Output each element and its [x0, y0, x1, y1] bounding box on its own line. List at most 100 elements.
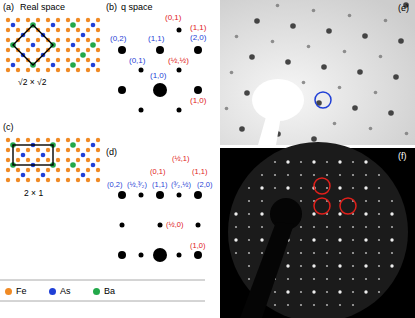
cell-size: √2 × √2 — [18, 78, 46, 87]
leed-spot — [300, 304, 302, 306]
fe-atom — [56, 28, 60, 32]
ba-atom — [80, 52, 86, 58]
bragg-spot — [118, 251, 126, 259]
spot-index: (³⁄₂,½) — [171, 181, 191, 189]
fe-atom — [56, 138, 60, 142]
leed-spot — [274, 161, 276, 163]
fe-atom — [16, 158, 20, 162]
leed-spot — [338, 160, 341, 163]
bragg-spot — [118, 46, 126, 54]
as-atom — [41, 173, 46, 178]
fe-atom — [36, 48, 40, 52]
specular-spot — [153, 83, 167, 97]
legend-text: Ba — [104, 287, 115, 296]
fe-atom — [36, 148, 40, 152]
leed-spot — [225, 107, 229, 111]
unit-cell-diamond — [13, 25, 53, 65]
fe-atom — [26, 168, 30, 172]
fe-atom — [66, 18, 70, 22]
as-atom — [11, 23, 16, 28]
superstructure-spot — [177, 253, 182, 258]
leed-spot — [286, 290, 289, 293]
leed-spot — [235, 35, 239, 39]
leed-spot — [312, 9, 316, 13]
fe-atom — [76, 48, 80, 52]
fe-atom — [26, 178, 30, 182]
fe-atom — [6, 178, 10, 182]
panel-letter: (c) — [3, 123, 14, 132]
as-atom — [91, 143, 96, 148]
leed-spot — [234, 212, 237, 215]
fe-atom — [26, 148, 30, 152]
fe-atom — [96, 28, 100, 32]
fe-atom — [86, 138, 90, 142]
leed-spot — [339, 226, 341, 228]
fe-atom — [6, 58, 10, 62]
leed-spot — [311, 136, 317, 142]
fe-atom — [6, 18, 10, 22]
bragg-spot — [118, 191, 126, 199]
leed-spot — [290, 23, 296, 29]
leed-spot — [312, 290, 315, 293]
fe-atom — [66, 48, 70, 52]
spot-index: (1,0) — [190, 242, 205, 250]
as-atom — [81, 33, 86, 38]
fe-atom — [16, 68, 20, 72]
fe-atom — [86, 58, 90, 62]
leed-spot — [235, 252, 237, 254]
leed-spot — [300, 200, 302, 202]
fe-atom — [66, 28, 70, 32]
fe-atom — [66, 168, 70, 172]
fe-atom — [86, 28, 90, 32]
leed-spot — [326, 239, 328, 241]
leed-spot — [300, 187, 302, 189]
as-atom — [41, 153, 46, 158]
leed-spot — [378, 187, 380, 189]
fe-atom — [96, 38, 100, 42]
spot-index: (2,0) — [190, 34, 206, 42]
leed-screen — [228, 142, 408, 318]
leed-spot — [248, 226, 250, 228]
fe-atom — [96, 58, 100, 62]
leed-spot — [326, 161, 328, 163]
fe-atom — [6, 68, 10, 72]
leed-spot — [378, 226, 380, 228]
leed-spot — [313, 304, 315, 306]
leed-spot — [261, 174, 263, 176]
fe-atom — [26, 38, 30, 42]
specular-spot — [153, 248, 167, 262]
spot-index: (½,½) — [168, 57, 189, 65]
legend-swatch — [49, 288, 56, 295]
fe-atom — [56, 48, 60, 52]
leed-spot — [248, 252, 250, 254]
leed-spot — [364, 212, 367, 215]
fe-atom — [76, 148, 80, 152]
fe-atom — [76, 38, 80, 42]
panel-letter: (d) — [106, 148, 117, 157]
panel-letter: (f) — [398, 152, 407, 161]
fe-atom — [76, 178, 80, 182]
leed-spot — [352, 187, 354, 189]
as-atom — [71, 43, 76, 48]
fe-atom — [96, 178, 100, 182]
leed-spot — [239, 126, 245, 132]
legend-text: As — [60, 287, 71, 296]
leed-spot — [326, 291, 328, 293]
leed-spot — [378, 213, 380, 215]
leed-spot — [364, 186, 367, 189]
leed-spot — [300, 226, 302, 228]
leed-spot — [326, 28, 332, 34]
as-atom — [51, 63, 56, 68]
fe-atom — [6, 138, 10, 142]
leed-spots — [225, 2, 409, 142]
fe-atom — [16, 148, 20, 152]
leed-spot — [312, 238, 315, 241]
leed-spot — [248, 239, 250, 241]
legend-text: Fe — [16, 287, 27, 296]
leed-spot — [333, 122, 337, 126]
leed-spot — [312, 212, 315, 215]
leed-spot — [405, 132, 409, 136]
leed-spot — [261, 252, 263, 254]
spot-index: (1,1) — [148, 35, 164, 43]
leed-spot — [321, 64, 327, 70]
